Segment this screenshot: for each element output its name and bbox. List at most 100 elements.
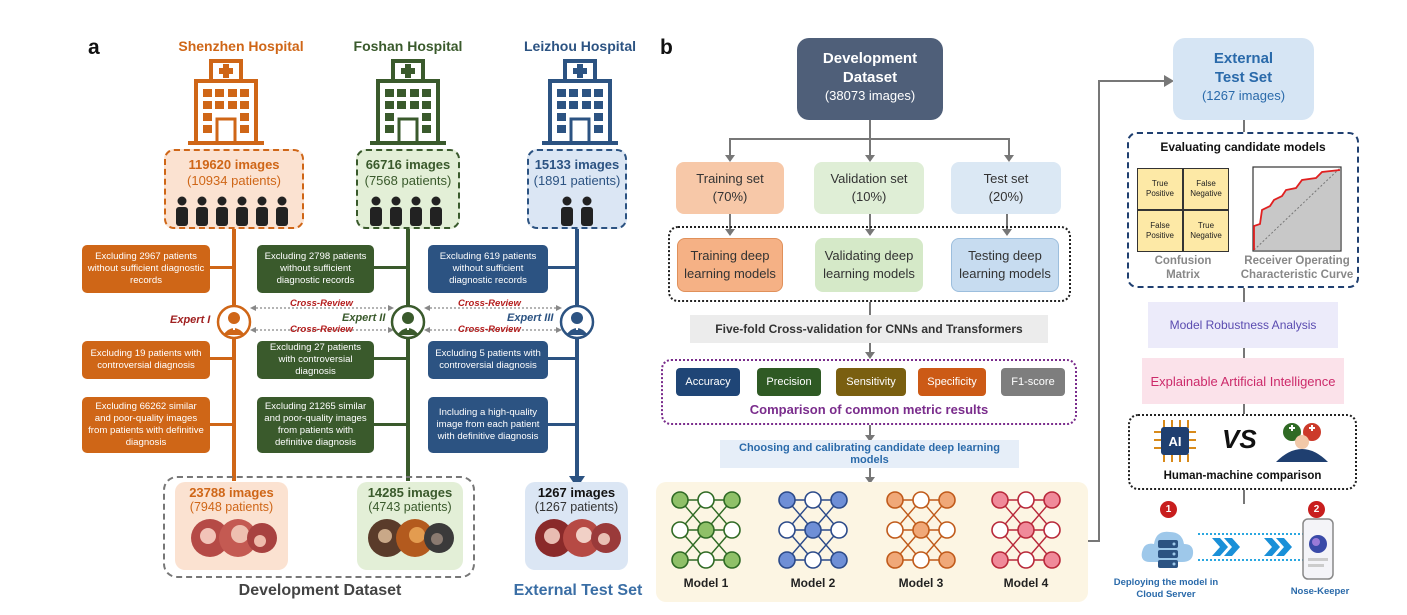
- panel-a-letter: a: [88, 36, 100, 59]
- images-count: 14285 images: [367, 485, 453, 500]
- external-test-set-label: External Test Set: [513, 582, 643, 599]
- smartphone-app-icon: [1302, 518, 1334, 580]
- human-machine-title: Human-machine comparison: [1163, 470, 1322, 482]
- hospital-building-icon-leizhou: [542, 59, 618, 145]
- external-count: (1267 images): [1201, 88, 1286, 103]
- metrics-title: Comparison of common metric results: [749, 402, 989, 417]
- choosing-models-label: Choosing and calibrating candidate deep …: [720, 440, 1019, 468]
- hospital-building-icon-shenzhen: [188, 59, 264, 145]
- metric-precision: Precision: [757, 368, 821, 396]
- patients-group-icon: [176, 196, 288, 226]
- cross-validation-label: Five-fold Cross-validation for CNNs and …: [690, 315, 1048, 343]
- roc-label: Receiver Operating Characteristic Curve: [1236, 254, 1358, 282]
- expert-label-2: Expert II: [342, 312, 386, 324]
- dev-count: (38073 images): [824, 88, 916, 103]
- deploy-label-2: Nose-Keeper: [1290, 586, 1350, 597]
- step-1-badge: 1: [1160, 501, 1177, 518]
- model-steps-container: [668, 226, 1071, 302]
- doctors-group-icon: [1276, 423, 1328, 462]
- metric-f1-score: F1-score: [1001, 368, 1065, 396]
- validation-set-box: Validation set (10%): [814, 162, 924, 214]
- dev-title-line2: Dataset: [842, 69, 898, 86]
- model-label-3: Model 3: [898, 576, 944, 590]
- cm-false-positive: False Positive: [1138, 211, 1182, 251]
- cloud-server-icon: [1141, 531, 1194, 568]
- development-dataset-label: Development Dataset: [238, 582, 402, 599]
- expert-label-1: Expert I: [170, 314, 211, 326]
- result-box-foshan: 14285 images (4743 patients): [357, 482, 463, 570]
- expert-doctor-icon-1: [216, 304, 252, 340]
- metric-sensitivity: Sensitivity: [836, 368, 906, 396]
- set-name: Training set: [696, 171, 764, 186]
- hospital-name-shenzhen: Shenzhen Hospital: [178, 38, 304, 54]
- patients-group-icon: [370, 196, 442, 226]
- images-count: 23788 images: [189, 485, 274, 500]
- cm-false-negative: False Negative: [1184, 169, 1228, 209]
- test-set-box: Test set (20%): [951, 162, 1061, 214]
- ai-chip-label: AI: [1168, 433, 1182, 449]
- images-count: 119620 images: [188, 157, 280, 172]
- exclusion-box: Including a high-quality image from each…: [428, 397, 548, 453]
- deploy-label-1b: Cloud Server: [1136, 589, 1196, 600]
- stat-box-foshan: 66716 images (7568 patients): [356, 149, 460, 229]
- model-label-2: Model 2: [790, 576, 836, 590]
- cm-label-line2: Matrix: [1166, 269, 1200, 281]
- cross-review-label: Cross-Review: [290, 298, 353, 309]
- stat-box-leizhou: 15133 images (1891 patients): [527, 149, 627, 229]
- endoscopy-images: [534, 519, 621, 557]
- metric-specificity: Specificity: [918, 368, 986, 396]
- metrics-container: [661, 359, 1077, 425]
- result-box-leizhou: 1267 images (1267 patients): [525, 482, 628, 570]
- testing-step-box: Testing deep learning models: [951, 238, 1059, 292]
- set-pct: (10%): [851, 189, 887, 204]
- cm-label-line1: Confusion: [1154, 255, 1212, 267]
- expert-label-3: Expert III: [507, 312, 554, 324]
- training-set-box: Training set (70%): [676, 162, 784, 214]
- external-test-set-box: External Test Set (1267 images): [1173, 38, 1314, 120]
- dev-title-line1: Development: [822, 50, 918, 67]
- xai-box: Explainable Artificial Intelligence: [1142, 358, 1344, 404]
- exclusion-box: Excluding 66262 similar and poor-quality…: [82, 397, 210, 453]
- development-dataset-container: [163, 476, 475, 578]
- vs-label: VS: [1222, 424, 1257, 454]
- patients-count: (4743 patients): [368, 500, 452, 514]
- validating-step-box: Validating deep learning models: [815, 238, 923, 292]
- roc-label-line1: Receiver Operating: [1244, 255, 1350, 267]
- deploy-label-1: Deploying the model in Cloud Server: [1110, 577, 1222, 601]
- exclusion-box: Excluding 2967 patients without sufficie…: [82, 245, 210, 293]
- deployment-arrows-icon: [1198, 533, 1308, 561]
- flow-line-foshan: [406, 229, 410, 481]
- patients-count: (7568 patients): [364, 173, 452, 188]
- deploy-label-1a: Deploying the model in: [1113, 577, 1219, 588]
- expert-doctor-icon-2: [390, 304, 426, 340]
- exclusion-box: Excluding 19 patients with controversial…: [82, 341, 210, 379]
- evaluating-title: Evaluating candidate models: [1160, 140, 1326, 154]
- roc-label-line2: Characteristic Curve: [1240, 269, 1354, 281]
- images-count: 66716 images: [365, 157, 451, 172]
- model-label-1: Model 1: [683, 576, 729, 590]
- cross-review-lines: [250, 305, 562, 333]
- step-2-badge: 2: [1308, 501, 1325, 518]
- hospital-building-icon-foshan: [370, 59, 446, 145]
- metric-accuracy: Accuracy: [676, 368, 740, 396]
- patients-group-icon: [561, 196, 593, 226]
- flow-line-shenzhen: [232, 229, 236, 481]
- robustness-box: Model Robustness Analysis: [1148, 302, 1338, 348]
- cm-true-positive: True Positive: [1138, 169, 1182, 209]
- images-count: 1267 images: [537, 485, 616, 500]
- stat-box-shenzhen: 119620 images (10934 patients): [164, 149, 304, 229]
- external-title-line1: External: [1213, 50, 1274, 67]
- exclusion-box: Excluding 5 patients with controversial …: [428, 341, 548, 379]
- confusion-matrix: True Positive False Negative False Posit…: [1137, 168, 1229, 252]
- cross-review-label: Cross-Review: [458, 298, 521, 309]
- neural-network-icon-model2: [778, 491, 848, 569]
- neural-network-icon-model4: [991, 491, 1061, 569]
- model-label-4: Model 4: [1003, 576, 1049, 590]
- development-dataset-box: Development Dataset (38073 images): [797, 38, 943, 120]
- patients-count: (7948 patients): [189, 500, 274, 514]
- patients-count: (1267 patients): [534, 500, 619, 514]
- set-pct: (20%): [988, 189, 1024, 204]
- arrow-right-icon: [1164, 75, 1174, 87]
- exclusion-box: Excluding 27 patients with controversial…: [257, 341, 374, 379]
- human-machine-container: [1128, 414, 1357, 490]
